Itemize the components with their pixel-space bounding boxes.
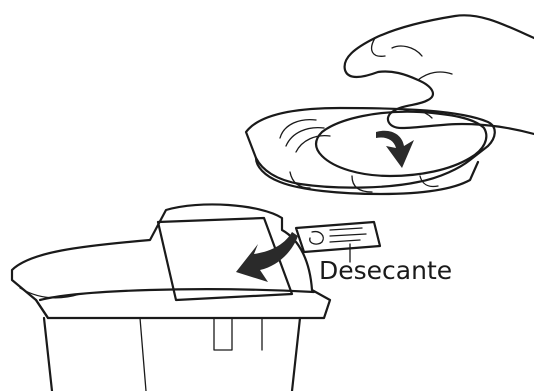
desiccant-packet (296, 222, 380, 252)
curved-arrow-icon (376, 131, 414, 168)
food-tray (246, 108, 495, 194)
trash-bin (12, 204, 330, 391)
desiccant-label: Desecante (319, 258, 452, 283)
curved-arrow-icon (236, 232, 298, 282)
hand-illustration (345, 15, 534, 134)
